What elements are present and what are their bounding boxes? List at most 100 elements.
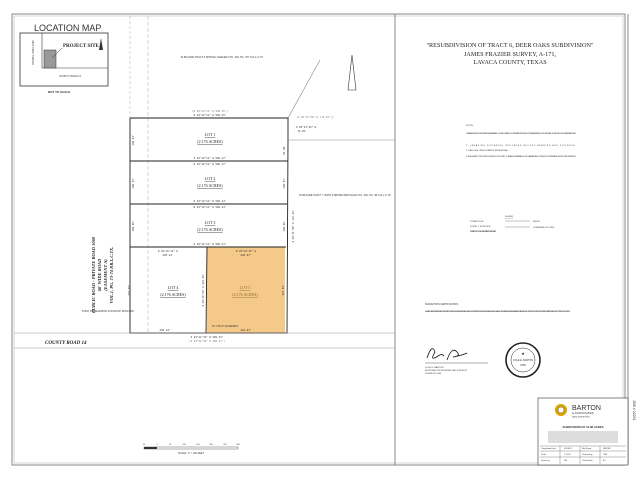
svg-text:6368: 6368 (520, 364, 526, 367)
svg-text:1"=100': 1"=100' (564, 454, 571, 456)
svg-text:COUNTY ROAD 14: COUNTY ROAD 14 (59, 75, 82, 78)
svg-text:LAVACA COUNTY, TEXAS: LAVACA COUNTY, TEXAS (473, 59, 547, 66)
svg-text:Checked by: Checked by (582, 460, 593, 462)
location-map: PROJECT SITE PRIVATE ROAD 1069 COUNTY RO… (19, 32, 109, 87)
svg-text:SURVEYOR'S CERTIFICATION:: SURVEYOR'S CERTIFICATION: (425, 303, 459, 306)
svg-text:(EASEMENT A): (EASEMENT A) (103, 259, 108, 291)
svg-text:Completion Date: Completion Date (541, 447, 557, 450)
svg-text:4. THE SUBJECT PROPERTY LIES: 4. THE SUBJECT PROPERTY LIES IN FLOOD ZO… (466, 155, 577, 158)
svg-text:160.53': 160.53' (131, 135, 135, 146)
point-of-beginning: POINT OF BEGINNING FOUND 5/8" IRON ROD (82, 310, 134, 313)
svg-text:250: 250 (223, 444, 227, 446)
utility-easement-label: 15' UTILITY EASEMENT (212, 325, 239, 328)
svg-text:N 83°19'11" E 590.24': N 83°19'11" E 590.24' (194, 205, 227, 209)
svg-text:S 83°19'11" W 590.27': S 83°19'11" W 590.27' (194, 156, 227, 160)
north-arrow-icon (347, 54, 357, 91)
svg-text:FOUND 1" IRON PIPE: FOUND 1" IRON PIPE (470, 226, 491, 228)
lot-boundaries (129, 117, 289, 334)
svg-text:(S 05°43'38" E (79.25')): (S 05°43'38" E (79.25')) (296, 115, 334, 119)
svg-text:LEGEND: LEGEND (505, 216, 514, 218)
svg-text:CEB: CEB (603, 454, 608, 456)
lot-3-acres: (2.176 ACRES) (197, 227, 223, 232)
svg-text:50: 50 (169, 444, 172, 446)
svg-text:160.60': 160.60' (131, 221, 135, 232)
svg-text:200: 200 (209, 444, 213, 446)
svg-text:300: 300 (236, 444, 240, 446)
svg-text:NOTES:: NOTES: (466, 125, 474, 127)
svg-text:294.97': 294.97' (241, 253, 252, 257)
svg-text:(N 83°19'11" E 590.25'): (N 83°19'11" E 590.25') (192, 109, 228, 113)
svg-text:60' WIDE ROAD: 60' WIDE ROAD (97, 258, 102, 291)
svg-text:COLE E. BARTON: COLE E. BARTON (513, 359, 533, 362)
svg-text:& ASSOCIATES: & ASSOCIATES (572, 411, 594, 415)
north-arrow-icon (99, 38, 103, 50)
svg-text:N 83°19'11" E: N 83°19'11" E (236, 249, 257, 253)
svg-text:150: 150 (196, 444, 200, 446)
lot-2-acres: (2.176 ACRES) (197, 183, 223, 188)
svg-text:N 83°19'11" E 590.25': N 83°19'11" E 590.25' (194, 113, 227, 117)
svg-text:01/06/23: 01/06/23 (564, 448, 573, 450)
lot-5-highlight (207, 247, 285, 333)
lot-4-acres: (2.176 ACRES) (160, 292, 186, 297)
project-site-label: PROJECT SITE (63, 44, 100, 49)
svg-text:GB: GB (564, 460, 568, 462)
svg-text:File Name: File Name (582, 448, 592, 450)
svg-text:50: 50 (143, 444, 146, 446)
svg-text:160.54': 160.54' (131, 178, 135, 189)
plat-title: "RESUBDIVISION OF TRACT 6, DEER OAKS SUB… (427, 42, 594, 66)
svg-text:LAND SURVEYING: LAND SURVEYING (572, 416, 590, 419)
svg-text:OVERHEAD UTILITIES: OVERHEAD UTILITIES (533, 226, 555, 229)
svg-text:PUBLIC ROAD - PRIVATE ROAD 106: PUBLIC ROAD - PRIVATE ROAD 1069 (91, 236, 96, 313)
sheet-border (11, 13, 626, 466)
svg-text:POWER POLE: POWER POLE (470, 221, 484, 223)
svg-text:100: 100 (182, 444, 186, 446)
location-map-title: LOCATION MAP (34, 23, 101, 33)
svg-text:79.25': 79.25' (297, 129, 306, 133)
svg-text:S 05°41'38" E 724.32': S 05°41'38" E 724.32' (291, 210, 295, 243)
svg-text:LICENSE NO. 6368: LICENSE NO. 6368 (425, 373, 441, 375)
lot-1-acres: (2.176 ACRES) (197, 139, 223, 144)
svg-text:160.54': 160.54' (282, 178, 286, 189)
lot-5-acres: (2.176 ACRES) (232, 292, 258, 297)
star-icon: ★ (521, 351, 525, 356)
surveyor-seal: ★ COLE E. BARTON 6368 (505, 342, 541, 378)
svg-text:VOL.1, PG. 73-74 P.R.L.C.TX.: VOL.1, PG. 73-74 P.R.L.C.TX. (109, 247, 114, 304)
svg-text:294.97': 294.97' (241, 328, 252, 332)
svg-text:REPLAT: REPLAT (603, 447, 611, 450)
svg-text:REGISTERED PROFESSIONAL LAND S: REGISTERED PROFESSIONAL LAND SURVEYOR (425, 369, 468, 372)
svg-text:295.24': 295.24' (160, 328, 171, 332)
svg-text:N 83°19'11" E: N 83°19'11" E (158, 249, 179, 253)
adjoiner-north: 10.88 ACRE TRACT 6 SHIRLEY GERLER VOL. 4… (180, 56, 264, 59)
not-to-scale-label: NOT TO SCALE (48, 90, 70, 94)
svg-text:S 05°43'38" E: S 05°43'38" E (296, 125, 317, 129)
svg-text:Scale: Scale (541, 454, 547, 456)
svg-text:"RESUBDIVISION OF TRACT 6, DEE: "RESUBDIVISION OF TRACT 6, DEER OAKS SUB… (427, 42, 594, 49)
svg-text:N 83°19'11" E 590.27': N 83°19'11" E 590.27' (194, 162, 227, 166)
svg-text:S 83°19'11" W 590.21': S 83°19'11" W 590.21' (194, 242, 227, 246)
svg-text:I, COLE E. BARTON, AM REGISTER: I, COLE E. BARTON, AM REGISTERED IN THE … (425, 310, 571, 313)
road-west-label: PUBLIC ROAD - PRIVATE ROAD 1069 60' WIDE… (91, 236, 114, 313)
svg-text:JAMES FRAZIER SURVEY, A-171,: JAMES FRAZIER SURVEY, A-171, (464, 51, 556, 58)
legend: LEGEND POWER POLE FOUND 1" IRON PIPE SET… (470, 216, 555, 233)
svg-text:BJ: BJ (603, 460, 605, 462)
svg-text:295.24': 295.24' (163, 253, 174, 257)
svg-text:Drawn by: Drawn by (541, 460, 549, 462)
svg-text:160.60': 160.60' (282, 221, 286, 232)
svg-text:FENCE: FENCE (533, 221, 540, 223)
svg-text:S 83°19'11" W 590.24': S 83°19'11" W 590.24' (194, 199, 227, 203)
svg-text:SET 5/8" IRON ROD WITH CAP STA: SET 5/8" IRON ROD WITH CAP STAMPED "BPLS… (470, 230, 497, 233)
lot-3-label: LOT 3 (205, 220, 216, 225)
adjoiner-east: 10.88 ACRE TRACT 7 JOHN STEPHEN METSGAR … (299, 194, 392, 197)
lot-4-label: LOT 4 (168, 285, 179, 290)
svg-text:Checked by: Checked by (582, 454, 593, 456)
svg-text:PRIVATE ROAD 1069: PRIVATE ROAD 1069 (32, 40, 35, 65)
lot-5-label: LOT 5 (240, 285, 251, 290)
project-site-marker (43, 49, 57, 69)
svg-text:S 83°22'43" W 590.13': S 83°22'43" W 590.13' (191, 335, 224, 339)
svg-text:81.38': 81.38' (282, 145, 286, 154)
bearing-labels: (N 83°19'11" E 590.25') N 83°19'11" E 59… (127, 109, 334, 343)
notes: NOTES: 1. BEARINGS SHOWN HEREON ARE BASE… (466, 125, 577, 158)
svg-text:321.56': 321.56' (281, 285, 285, 296)
